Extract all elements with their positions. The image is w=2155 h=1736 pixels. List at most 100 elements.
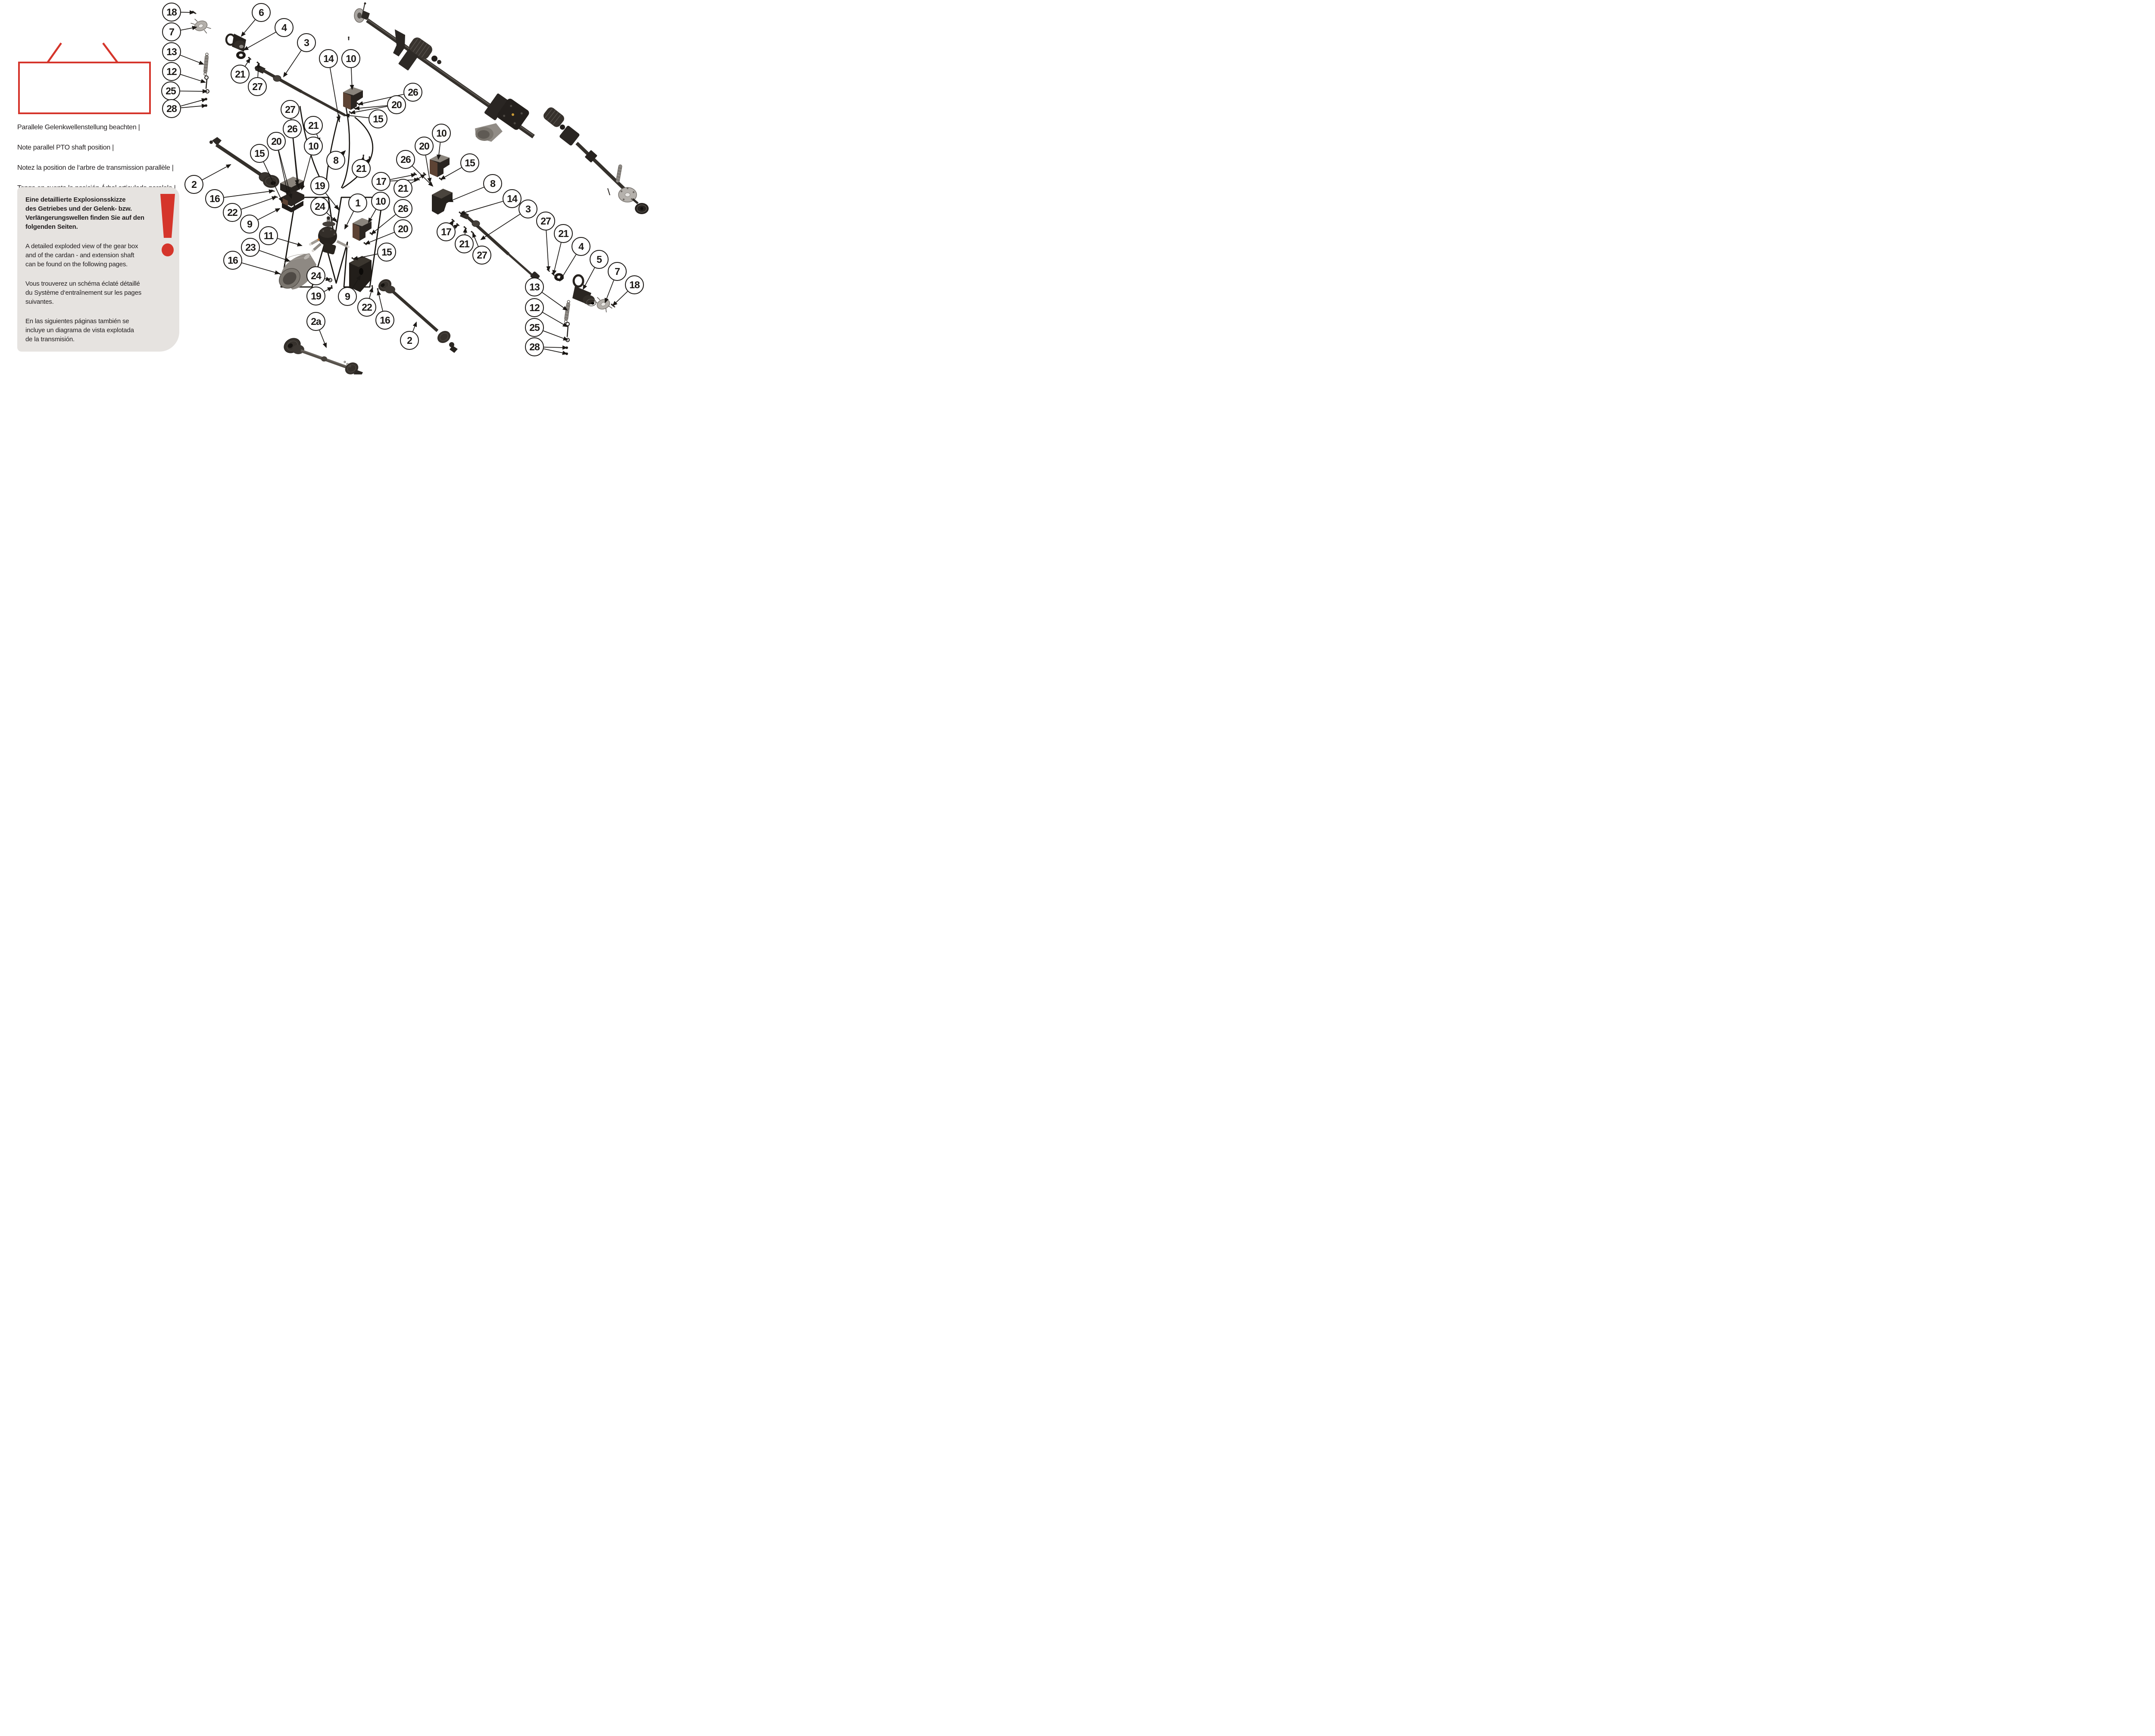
callout-7: 7: [608, 262, 627, 281]
callout-20: 20: [394, 219, 412, 238]
callout-26: 26: [396, 150, 415, 169]
callout-5: 5: [590, 250, 609, 269]
callout-21: 21: [352, 159, 371, 178]
callout-15: 15: [460, 153, 479, 172]
callout-16: 16: [205, 189, 224, 208]
callout-19: 19: [310, 176, 329, 195]
hanger-bracket: [393, 29, 405, 56]
callout-8: 8: [326, 151, 345, 170]
note-line-fr: Notez la position de l‘arbre de transmis…: [17, 164, 174, 171]
guard-bracket-top-center: [343, 87, 363, 110]
guard-bracket-right-cluster-top: [430, 154, 450, 177]
callout-13: 13: [525, 277, 544, 296]
info-paragraph-de: Eine detaillierte Explosionsskizze des G…: [25, 196, 144, 231]
callout-20: 20: [415, 137, 434, 156]
callout-2a: 2a: [306, 312, 325, 331]
note-line-de: Parallele Gelenkwellenstellung beachten …: [17, 124, 140, 131]
callout-18: 18: [162, 3, 181, 22]
callout-26: 26: [283, 119, 302, 138]
callout-4: 4: [572, 237, 590, 256]
callout-12: 12: [162, 62, 181, 81]
driveshaft-2a-bottom: [284, 338, 363, 374]
exclamation-icon: [160, 194, 175, 256]
guard-bracket-right-cluster-low: [432, 189, 453, 215]
info-box: Eine detaillierte Explosionsskizze des G…: [17, 187, 179, 352]
guard-bracket-below-right: [349, 256, 372, 292]
callout-15: 15: [377, 243, 396, 262]
callout-21: 21: [455, 234, 474, 253]
callout-26: 26: [394, 199, 412, 218]
main-drive-assembly: [354, 2, 649, 214]
callout-16: 16: [223, 251, 242, 270]
callout-1: 1: [348, 193, 367, 212]
tension-spring: [615, 164, 622, 183]
driveshaft-2-left: [209, 137, 279, 188]
disc-7: [191, 19, 211, 34]
callout-21: 21: [304, 116, 323, 135]
callout-11: 11: [259, 226, 278, 245]
callout-28: 28: [162, 99, 181, 118]
bearing-block: [559, 125, 580, 146]
callout-21: 21: [394, 179, 412, 198]
callout-2: 2: [400, 331, 419, 350]
guard-bellows: [409, 37, 432, 59]
callout-25: 25: [525, 318, 544, 337]
callout-9: 9: [338, 287, 357, 306]
callout-15: 15: [369, 109, 387, 128]
callout-26: 26: [403, 83, 422, 102]
callout-24: 24: [306, 266, 325, 285]
left-small-parts: [191, 11, 246, 107]
manual-page: Parallele Gelenkwellenstellung beachten …: [0, 0, 665, 374]
grease-pin: [364, 2, 366, 5]
callout-20: 20: [267, 132, 286, 151]
callout-21: 21: [554, 224, 573, 243]
callout-12: 12: [525, 298, 544, 317]
spring-13-right: [564, 300, 570, 323]
info-paragraph-en: A detailed exploded view of the gear box…: [25, 243, 138, 268]
callout-8: 8: [483, 174, 502, 193]
callout-16: 16: [375, 311, 394, 330]
callout-18: 18: [625, 275, 644, 294]
callout-22: 22: [357, 298, 376, 317]
callout-24: 24: [310, 197, 329, 216]
right-small-parts: [554, 273, 615, 355]
callout-17: 17: [372, 172, 390, 191]
callout-21: 21: [231, 65, 250, 84]
callout-15: 15: [250, 144, 269, 163]
callout-13: 13: [162, 42, 181, 61]
callout-27: 27: [248, 77, 267, 96]
note-line-en: Note parallel PTO shaft position |: [17, 144, 114, 151]
callout-10: 10: [304, 137, 323, 156]
guard-bellows-2: [543, 107, 564, 127]
callout-3: 3: [518, 199, 537, 218]
callout-27: 27: [536, 212, 555, 231]
callout-4: 4: [275, 18, 294, 37]
callout-7: 7: [162, 22, 181, 41]
callout-22: 22: [223, 203, 242, 222]
callout-10: 10: [432, 124, 451, 143]
guard-5-handle: [572, 274, 584, 288]
callout-20: 20: [387, 95, 406, 114]
callout-9: 9: [240, 215, 259, 234]
center-gearbox-exploded: [309, 216, 350, 282]
info-paragraph-es: En las siguientes páginas también se inc…: [25, 318, 134, 343]
callout-3: 3: [297, 33, 316, 52]
cotter-pin-12: [204, 75, 209, 80]
inset-red-frame: [18, 62, 151, 114]
spring-13: [203, 53, 209, 76]
support-plate: [484, 94, 509, 120]
callout-17: 17: [437, 222, 456, 241]
callout-10: 10: [371, 192, 390, 211]
callout-14: 14: [503, 189, 522, 208]
info-paragraph-fr: Vous trouverez un schéma éclaté détaillé…: [25, 280, 142, 305]
callout-6: 6: [252, 3, 271, 22]
guard-bracket-left: [280, 177, 304, 212]
callout-10: 10: [341, 49, 360, 68]
callout-14: 14: [319, 49, 338, 68]
callout-27: 27: [472, 246, 491, 265]
mid-gearbox: [497, 98, 529, 130]
guard-bracket-right-of-gearbox: [353, 218, 372, 241]
callout-19: 19: [306, 287, 325, 305]
callout-25: 25: [161, 81, 180, 100]
leader-lines: [180, 10, 628, 355]
